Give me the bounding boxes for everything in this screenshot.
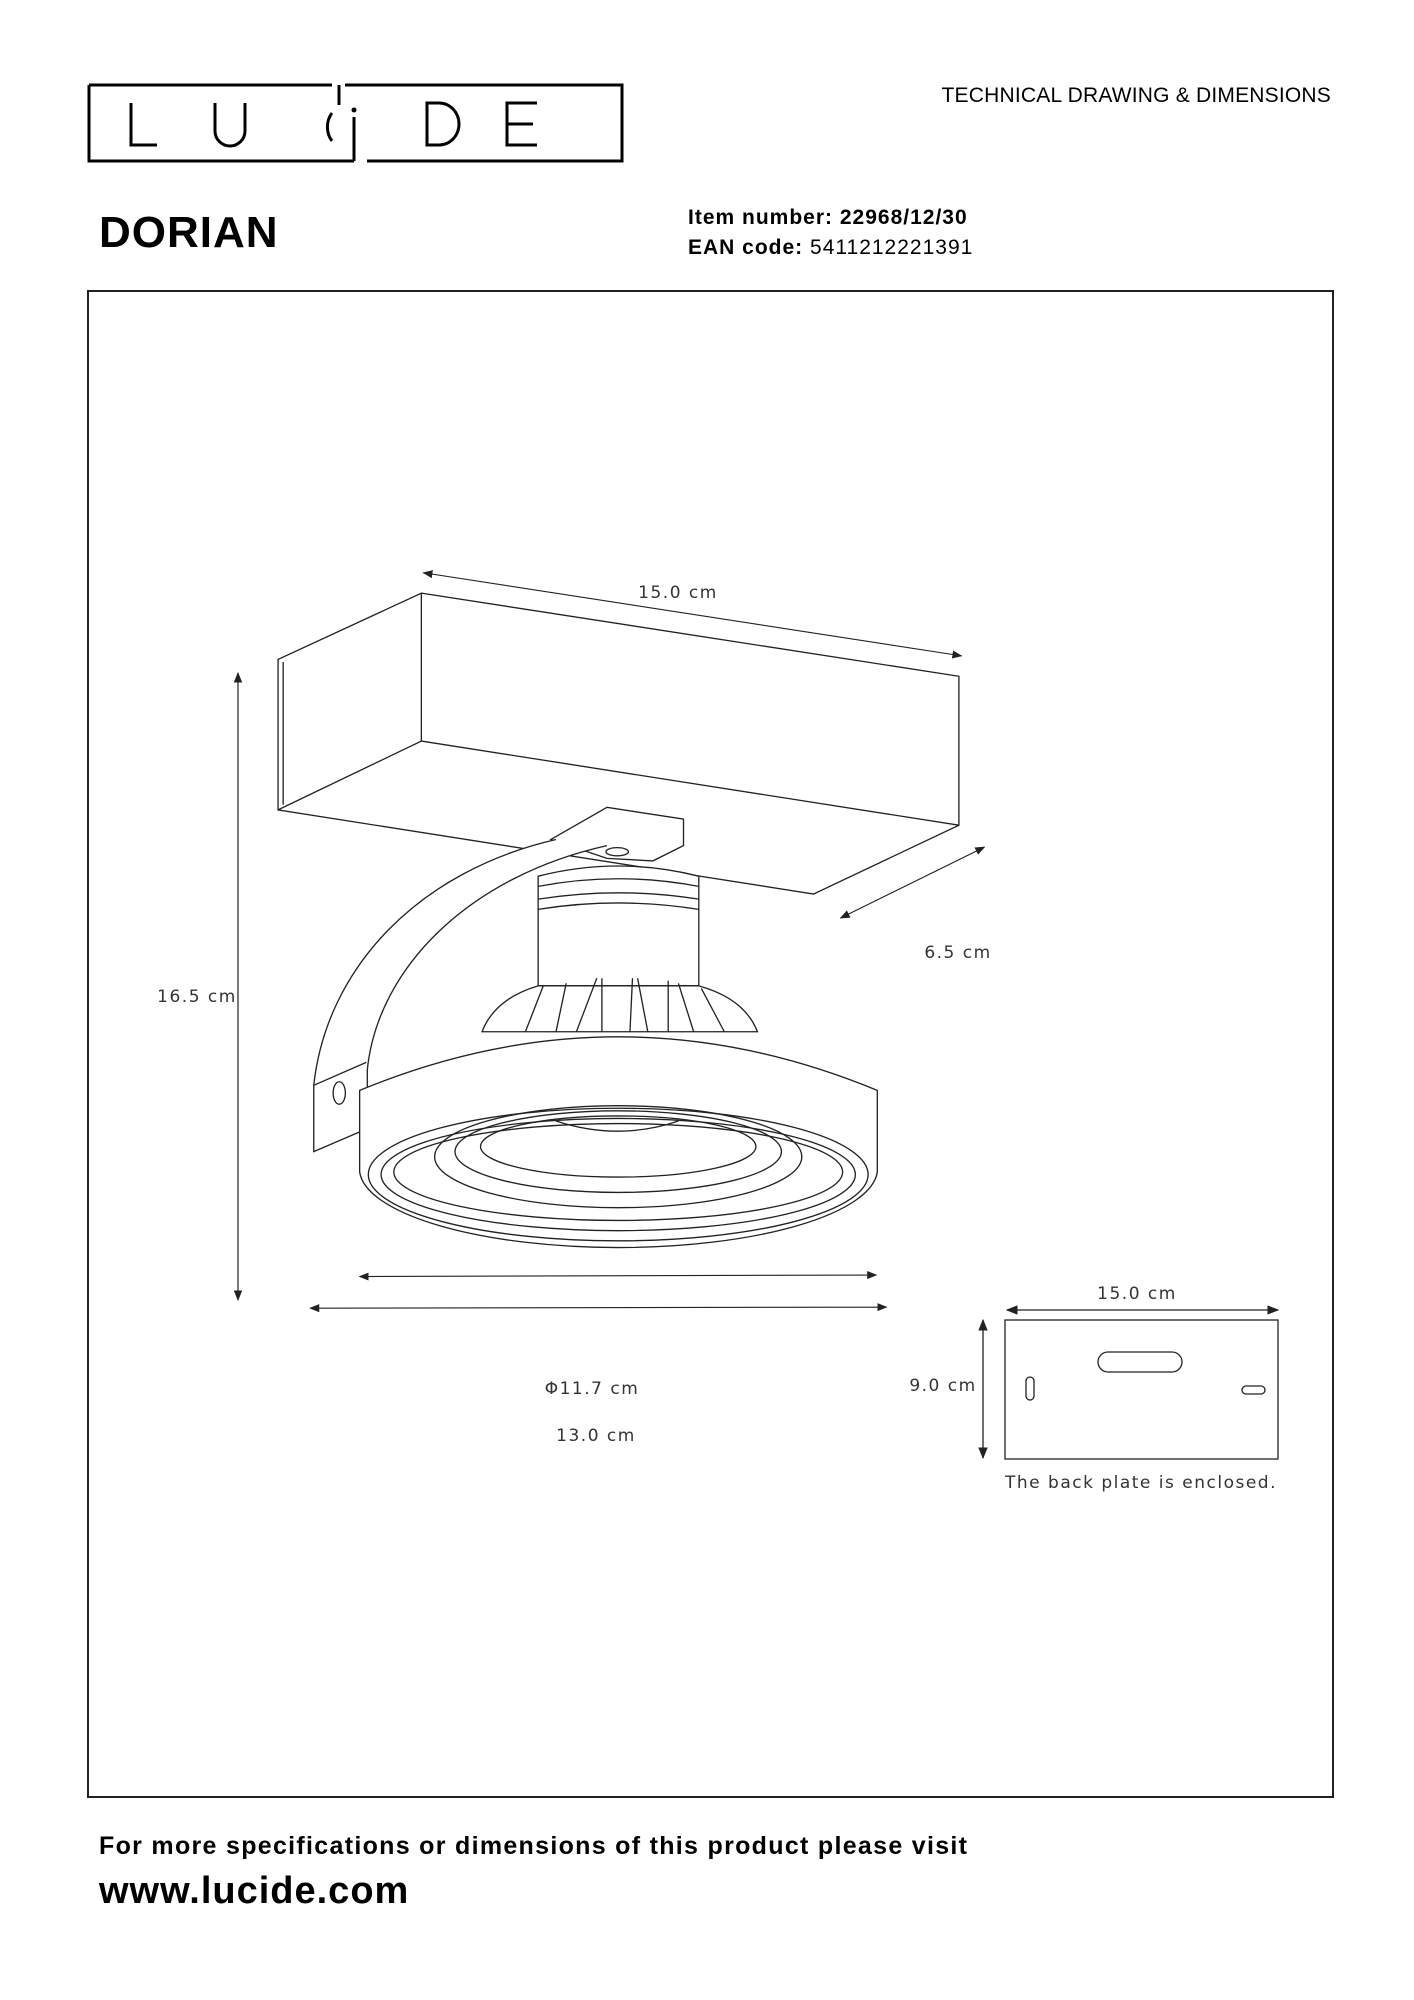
back-plate-width-label: 15.0 cm <box>1097 1284 1177 1304</box>
item-number-value: 22968/12/30 <box>839 206 968 229</box>
diameter-label: Φ11.7 cm <box>545 1379 640 1399</box>
arm <box>313 838 608 1153</box>
width-label: 13.0 cm <box>556 1426 636 1446</box>
item-number-row: Item number: 22968/12/30 <box>688 206 968 230</box>
lamp-head <box>358 1036 878 1249</box>
lucide-logo <box>87 83 624 163</box>
heat-sink <box>481 977 759 1033</box>
ean-row: EAN code: 5411212221391 <box>688 236 973 260</box>
back-plate-note: The back plate is enclosed. <box>1004 1473 1277 1493</box>
back-plate <box>978 1305 1280 1460</box>
item-number-label: Item number: <box>688 206 834 229</box>
length-label: 15.0 cm <box>638 583 718 603</box>
drawing-frame <box>87 290 1334 1798</box>
website-link[interactable]: www.lucide.com <box>99 1870 410 1912</box>
housing-box <box>277 592 960 895</box>
back-plate-height-label: 9.0 cm <box>909 1376 976 1396</box>
height-label: 16.5 cm <box>157 987 237 1007</box>
ean-label: EAN code: <box>688 236 804 259</box>
footer-text: For more specifications or dimensions of… <box>99 1832 969 1860</box>
depth-label: 6.5 cm <box>924 943 991 963</box>
lamp-neck <box>537 865 700 987</box>
document-type-title: TECHNICAL DRAWING & DIMENSIONS <box>941 84 1331 107</box>
ean-value: 5411212221391 <box>810 236 974 259</box>
product-name: DORIAN <box>99 208 279 257</box>
